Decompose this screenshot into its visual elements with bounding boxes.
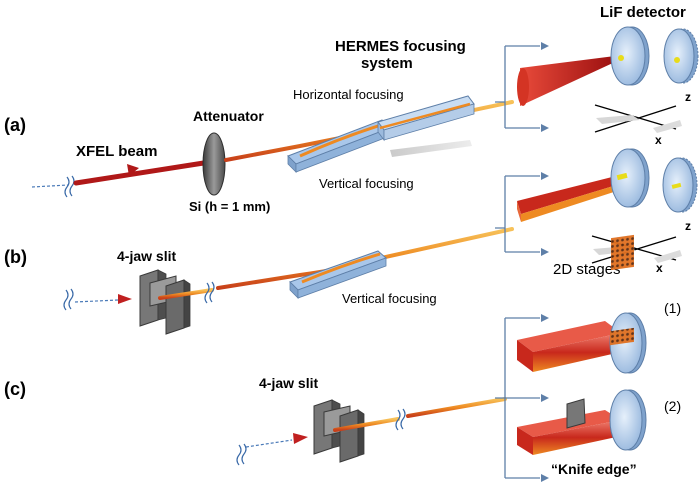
incoming-beam-dashed [31, 184, 69, 188]
beam-c [406, 397, 507, 418]
knife-edge-blade [566, 398, 586, 429]
four-jaw-slit-b [139, 269, 191, 335]
knife-edge-label: “Knife edge” [551, 461, 637, 477]
axis-x-label-b: x [656, 261, 663, 275]
focusing-system-label-line1: HERMES focusing [335, 38, 466, 55]
horizontal-focusing-label: Horizontal focusing [293, 87, 404, 102]
case1-label: (1) [664, 300, 681, 316]
attenuator-disk [202, 132, 226, 196]
panel-a: (a) XFEL beam Attenuator Si (h = 1 mm) [4, 4, 699, 214]
panel-c: (c) 4-jaw slit [4, 234, 681, 482]
stages-label: 2D stages [553, 261, 621, 278]
case2-label: (2) [664, 398, 681, 414]
panel-a-label: (a) [4, 115, 26, 135]
panel-b-label: (b) [4, 247, 27, 267]
mirror-shadow [390, 140, 472, 157]
beam-arrow-c [293, 433, 308, 444]
beam-arrow [127, 164, 139, 176]
vertical-focusing-mirror-b [289, 250, 387, 299]
attenuator-label: Attenuator [193, 108, 264, 124]
incoming-beam-dashed-c [245, 439, 293, 448]
focused-sheet-beam [517, 176, 620, 222]
vertical-focusing-mirror-a [287, 119, 391, 173]
beam-break-mark [64, 175, 75, 198]
beam-arrow-b [118, 294, 132, 304]
attenuator-material-label: Si (h = 1 mm) [189, 199, 270, 214]
bracket-a [495, 45, 540, 129]
bracket-c [495, 317, 540, 479]
xfel-beam-label: XFEL beam [76, 143, 157, 160]
axes-a: z x [594, 90, 691, 147]
panel-b: (b) 4-jaw slit Vertical focusing [4, 148, 698, 335]
lif-detector-b2 [662, 157, 698, 213]
lif-detector-a2 [663, 28, 699, 84]
beam-box-case1 [517, 321, 621, 372]
lif-detector-b1 [610, 148, 650, 208]
focusing-system-label-line2: system [361, 55, 413, 72]
horizontal-focusing-mirror-a [377, 95, 475, 142]
lif-detector-a1 [610, 26, 650, 86]
axis-z-label-a: z [685, 90, 691, 104]
detector-case1 [609, 234, 647, 374]
lif-detector-label: LiF detector [600, 4, 686, 21]
slit-label-b: 4-jaw slit [117, 248, 176, 264]
xfel-beam [73, 159, 213, 186]
panel-c-label: (c) [4, 379, 26, 399]
focused-beam-cone [520, 56, 615, 106]
vertical-focusing-label-b: Vertical focusing [342, 291, 437, 306]
bracket-b [495, 175, 540, 253]
vertical-focusing-label-a: Vertical focusing [319, 176, 414, 191]
detector-case2 [609, 327, 647, 451]
incoming-beam-dashed-b [74, 299, 119, 303]
axis-z-label-b: z [685, 219, 691, 233]
axis-x-label-a: x [655, 133, 662, 147]
slit-label-c: 4-jaw slit [259, 375, 318, 391]
